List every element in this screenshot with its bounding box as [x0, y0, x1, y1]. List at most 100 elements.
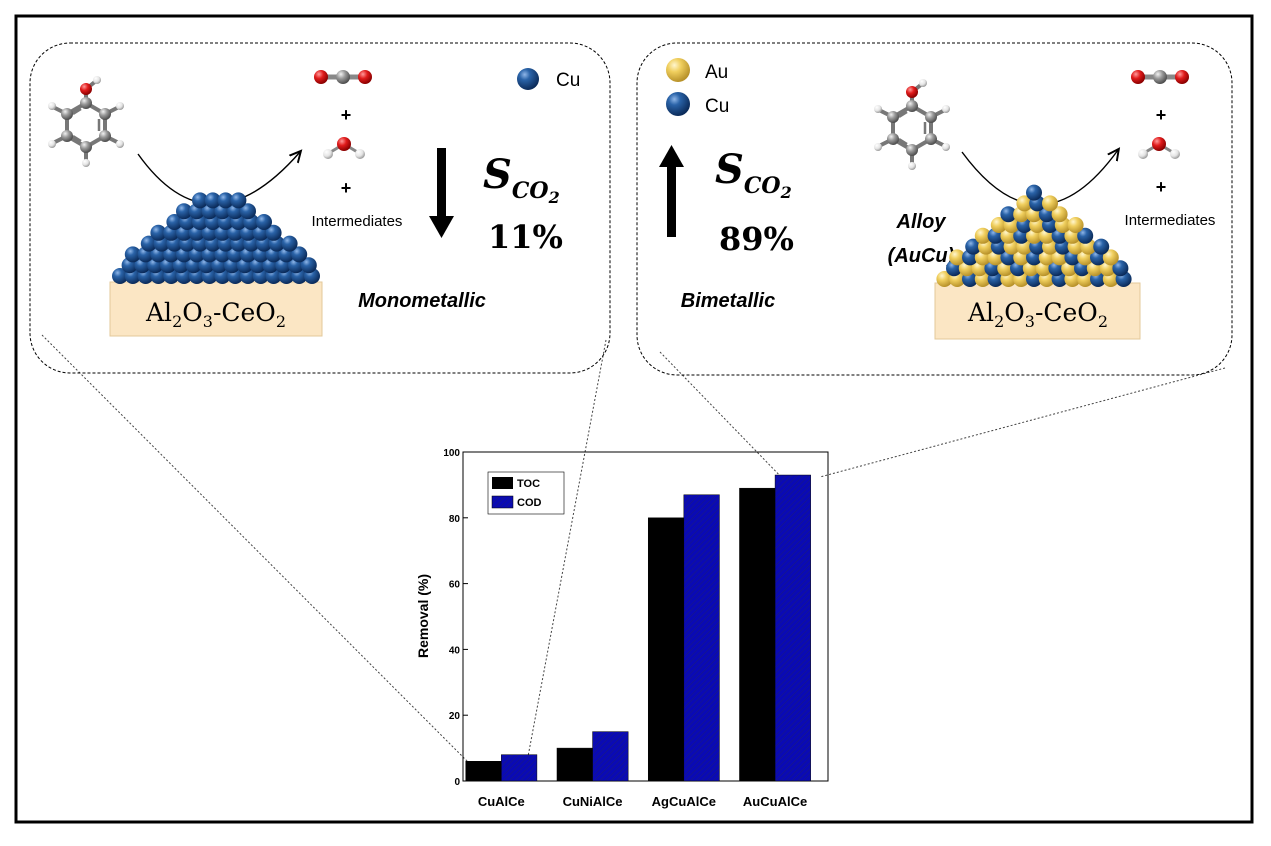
support-slab	[109, 281, 323, 337]
plus-sign: +	[341, 105, 352, 125]
alloy-label: Alloy	[896, 211, 947, 233]
nanoparticle-sphere	[300, 257, 317, 274]
nanoparticle-sphere	[1093, 238, 1110, 255]
nanoparticle-sphere	[176, 203, 192, 220]
cu-legend-sphere-icon	[517, 68, 539, 90]
plus-sign: +	[1156, 177, 1167, 197]
y-tick-label: 60	[449, 580, 461, 591]
nanoparticle-sphere	[990, 217, 1007, 233]
selectivity-symbol: SCO2	[715, 146, 792, 202]
plus-sign: +	[341, 178, 352, 198]
bar-cod-cualce	[501, 754, 538, 782]
nanoparticle-sphere	[217, 192, 234, 209]
bar-toc-cualce	[465, 761, 502, 782]
intermediates-label: Intermediates	[1125, 212, 1216, 229]
bar-toc-aucualce	[739, 487, 776, 782]
nanoparticle-sphere	[1016, 195, 1033, 212]
removal-bar-chart: 0 20 40 60 80 100 CuAlCe CuNiAlCe AgCuAlCe AuCuA…	[415, 448, 829, 809]
nanoparticle-sphere	[166, 214, 183, 230]
panel-bimetallic: Au Cu SCO2 89% Bimetallic	[636, 42, 1233, 376]
bar-toc-agcualce	[647, 517, 685, 782]
nanoparticle-sphere	[1102, 249, 1119, 266]
nanoparticle-sphere	[204, 192, 221, 209]
zoom-connectors	[41, 334, 1226, 779]
nanoparticle-sphere	[281, 235, 298, 252]
phenol-molecule-icon	[874, 79, 950, 170]
nanoparticle-sphere	[949, 249, 966, 266]
nanoparticle-sphere	[1042, 195, 1058, 212]
bar-toc-cunialce	[556, 747, 593, 782]
x-tick-label: AuCuAlCe	[743, 794, 807, 809]
nanoparticle-sphere	[1051, 206, 1068, 223]
alloy-composition-label: (AuCu)	[888, 245, 955, 267]
nanoparticle-sphere	[291, 246, 308, 263]
chart-legend: TOC COD	[487, 471, 565, 515]
nanoparticle-sphere	[192, 192, 208, 209]
x-tick-label: AgCuAlCe	[652, 794, 716, 809]
panel-monometallic: + + Intermediates Cu SCO2 11% Al2O3-CeO2…	[29, 42, 611, 374]
co2-molecule-icon	[314, 70, 372, 84]
y-tick-label: 80	[449, 514, 461, 525]
aucu-alloy-nanoparticle-pile-icon	[936, 184, 1132, 287]
nanoparticle-sphere	[974, 227, 991, 244]
arrow-up-icon	[659, 145, 684, 237]
legend-label-cod: COD	[517, 497, 542, 509]
x-tick-label: CuNiAlCe	[563, 794, 623, 809]
bar-cod-agcualce	[683, 494, 720, 782]
nanoparticle-sphere	[230, 192, 247, 209]
phenol-molecule-icon	[48, 76, 124, 167]
plus-sign: +	[1156, 105, 1167, 125]
x-axis-tick-labels: CuAlCe CuNiAlCe AgCuAlCe AuCuAlCe	[478, 794, 807, 809]
outer-frame	[14, 14, 1254, 824]
plot-area-frame	[462, 451, 829, 782]
arrow-down-icon	[429, 148, 454, 238]
support-label: Al2O3-CeO2	[967, 298, 1108, 331]
support-label: Al2O3-CeO2	[145, 298, 286, 331]
nanoparticle-sphere	[240, 203, 256, 220]
y-axis: 0 20 40 60 80 100	[443, 448, 468, 788]
nanoparticle-sphere	[1067, 217, 1084, 233]
caption-bimetallic: Bimetallic	[681, 290, 775, 312]
caption-monometallic: Monometallic	[358, 290, 486, 312]
selectivity-value: 89%	[719, 220, 794, 258]
nanoparticle-sphere	[112, 268, 128, 284]
nanoparticle-sphere	[1000, 206, 1017, 223]
nanoparticle-sphere	[965, 238, 982, 255]
y-tick-label: 20	[449, 711, 461, 722]
cu-nanoparticle-pile-icon	[112, 192, 320, 284]
legend-swatch-cod	[491, 495, 514, 509]
x-tick-label: CuAlCe	[478, 794, 525, 809]
legend-cu-label: Cu	[556, 70, 580, 91]
legend-swatch-toc	[492, 477, 513, 489]
nanoparticle-sphere	[1077, 227, 1094, 244]
cu-legend-sphere-icon	[666, 92, 690, 116]
nanoparticle-sphere	[150, 224, 167, 241]
nanoparticle-sphere	[124, 246, 141, 263]
legend-label-toc: TOC	[517, 478, 540, 490]
nanoparticle-sphere	[936, 271, 953, 287]
panel-right-border	[636, 42, 1233, 376]
panel-left-border	[29, 42, 611, 374]
selectivity-symbol: SCO2	[483, 151, 560, 207]
nanoparticle-sphere	[140, 235, 157, 252]
bar-cod-aucualce	[774, 474, 811, 782]
nanoparticle-sphere	[1112, 260, 1129, 277]
legend-au-label: Au	[705, 62, 728, 83]
water-molecule-icon	[323, 137, 365, 159]
bars	[465, 474, 811, 782]
legend-cu-label: Cu	[705, 96, 729, 117]
nanoparticle-sphere	[256, 214, 272, 230]
y-tick-label: 40	[449, 645, 461, 656]
co2-molecule-icon	[1131, 70, 1189, 84]
nanoparticle-sphere	[265, 224, 282, 241]
water-molecule-icon	[1138, 137, 1180, 159]
intermediates-label: Intermediates	[312, 213, 403, 230]
selectivity-value: 11%	[488, 218, 563, 256]
nanoparticle-sphere	[1026, 184, 1042, 201]
y-axis-label: Removal (%)	[415, 574, 431, 658]
bar-cod-cunialce	[592, 731, 629, 782]
y-tick-label: 0	[454, 777, 460, 788]
y-tick-label: 100	[443, 448, 460, 459]
au-legend-sphere-icon	[666, 58, 690, 82]
